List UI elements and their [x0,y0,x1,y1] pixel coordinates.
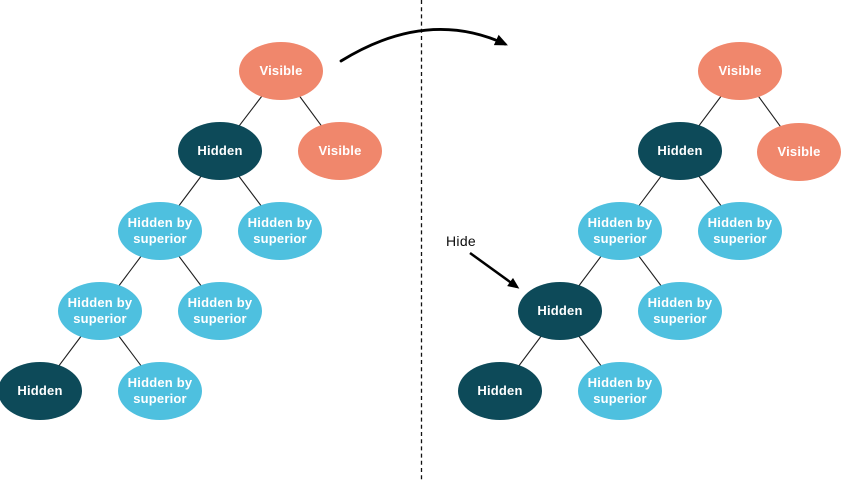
tree-node-label: Hidden by superior [587,375,653,406]
tree-node-hidden: Hidden [178,122,262,180]
tree-node-visible: Visible [239,42,323,100]
tree-node-label: Hidden [197,143,243,159]
hide-annotation-label: Hide [446,233,476,249]
tree-node-visible: Visible [298,122,382,180]
tree-node-hidden-by-superior: Hidden by superior [578,362,662,420]
tree-node-hidden-by-superior: Hidden by superior [638,282,722,340]
tree-node-label: Hidden by superior [647,295,713,326]
tree-node-hidden: Hidden [0,362,82,420]
tree-node-visible: Visible [757,123,841,181]
tree-node-hidden: Hidden [638,122,722,180]
tree-node-hidden-by-superior: Hidden by superior [178,282,262,340]
tree-node-label: Hidden [537,303,583,319]
tree-node-label: Hidden by superior [127,215,193,246]
tree-node-label: Hidden [477,383,523,399]
tree-node-hidden-by-superior: Hidden by superior [58,282,142,340]
tree-node-label: Hidden by superior [707,215,773,246]
tree-node-hidden-by-superior: Hidden by superior [698,202,782,260]
tree-node-label: Hidden by superior [67,295,133,326]
tree-node-hidden-by-superior: Hidden by superior [578,202,662,260]
tree-node-label: Hidden by superior [247,215,313,246]
tree-node-hidden-by-superior: Hidden by superior [238,202,322,260]
tree-node-hidden: Hidden [518,282,602,340]
tree-node-label: Visible [777,144,821,160]
tree-node-label: Visible [259,63,303,79]
tree-node-label: Hidden by superior [187,295,253,326]
hide-arrow [469,251,520,289]
tree-node-visible: Visible [698,42,782,100]
transition-arrow [339,28,508,63]
tree-node-label: Hidden [657,143,703,159]
tree-node-label: Visible [318,143,362,159]
tree-node-label: Visible [718,63,762,79]
tree-node-label: Hidden by superior [127,375,193,406]
tree-node-hidden-by-superior: Hidden by superior [118,362,202,420]
tree-node-hidden: Hidden [458,362,542,420]
tree-node-label: Hidden by superior [587,215,653,246]
tree-node-label: Hidden [17,383,63,399]
tree-node-hidden-by-superior: Hidden by superior [118,202,202,260]
